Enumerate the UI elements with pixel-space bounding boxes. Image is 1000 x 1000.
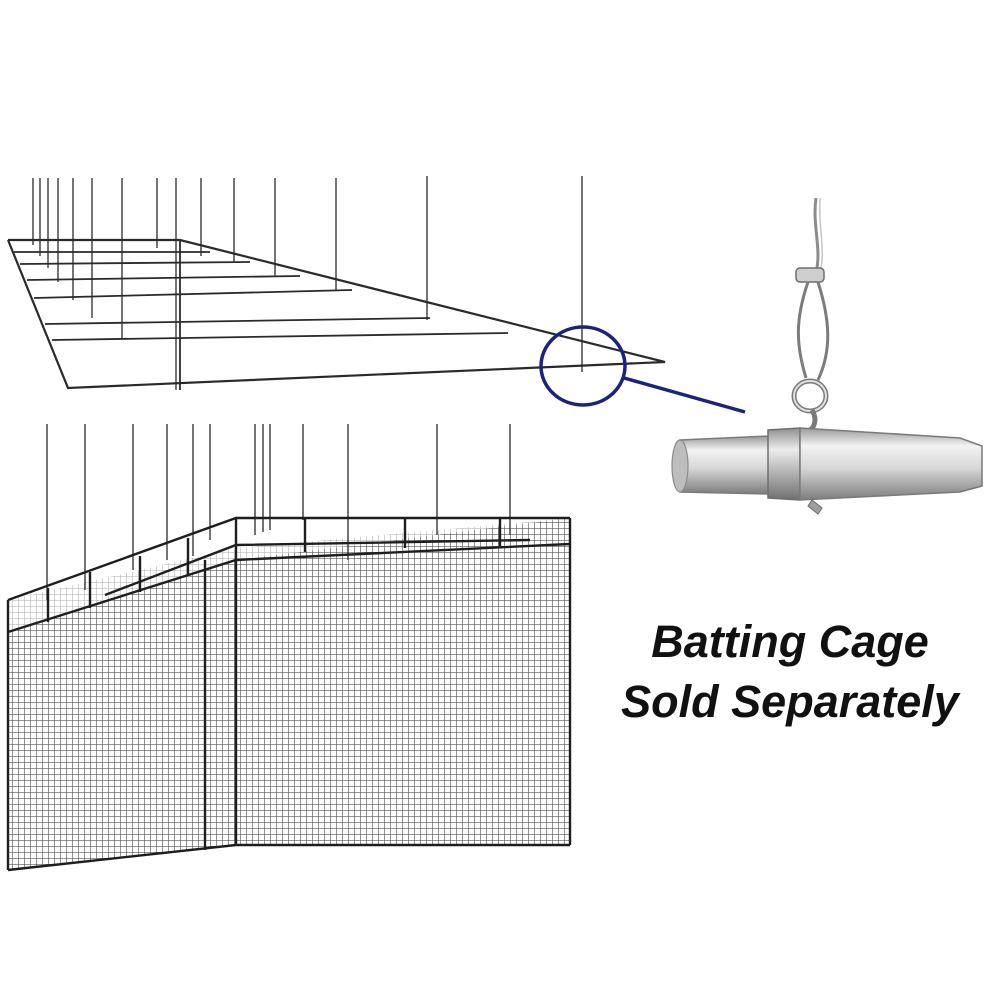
hanging-cables [32, 176, 583, 390]
cable-hanger-photo [671, 197, 983, 515]
caption-text: Batting Cage Sold Separately [590, 612, 990, 732]
caption-line-1: Batting Cage [651, 616, 929, 667]
caption-line-2: Sold Separately [621, 676, 959, 727]
callout-circle [539, 325, 746, 414]
frame-diagram [6, 176, 666, 390]
netted-cage-diagram [6, 424, 572, 872]
